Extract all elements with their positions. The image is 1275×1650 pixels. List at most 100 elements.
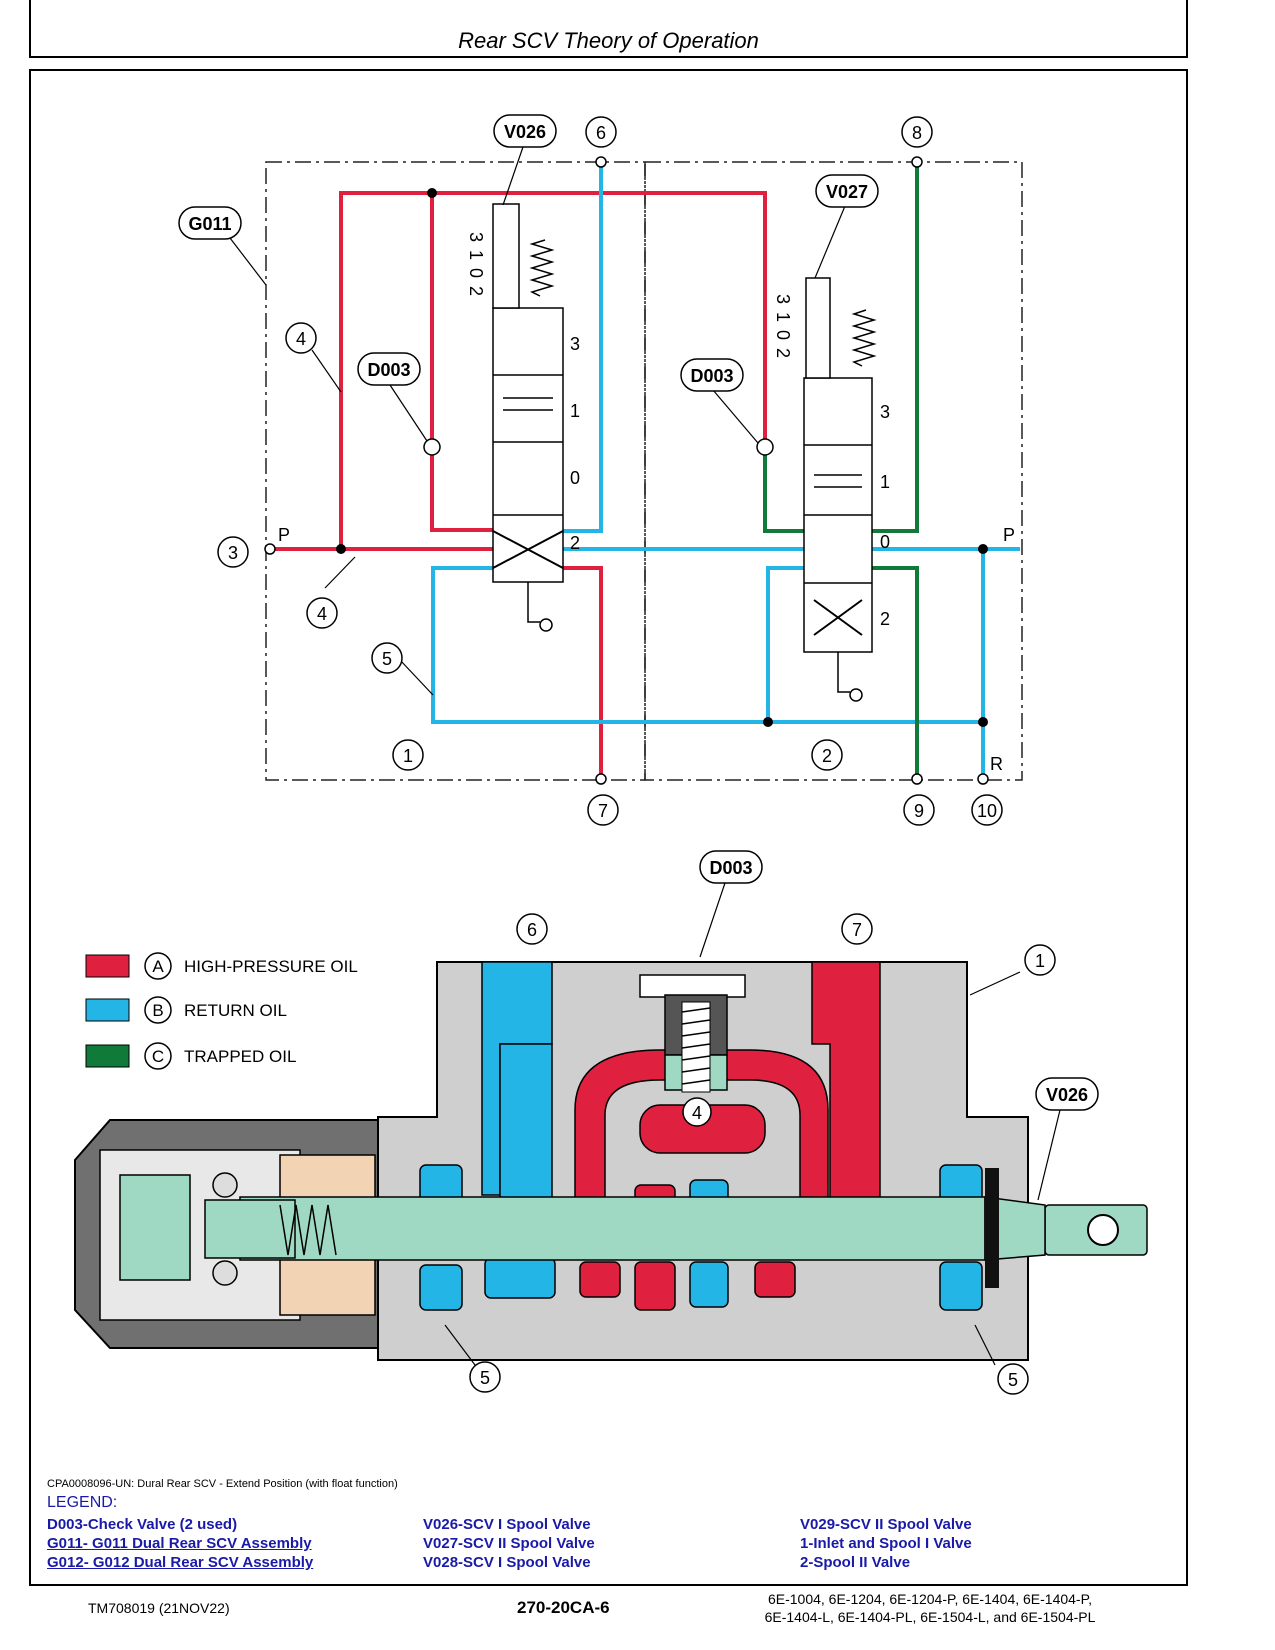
svg-text:4: 4 [296,329,306,349]
legend-swatch-return [85,998,130,1022]
legend-item: V027-SCV II Spool Valve [423,1535,595,1552]
clevis-hole [1087,1214,1119,1246]
trapped-lines [763,162,919,780]
svg-text:1: 1 [570,401,580,421]
svg-text:G011: G011 [188,214,231,234]
footer-models: 6E-1004, 6E-1204, 6E-1204-P, 6E-1404, 6E… [740,1590,1120,1626]
svg-text:2: 2 [773,348,793,358]
legend-item: 2-Spool II Valve [800,1554,911,1571]
detent-labels: 3 1 0 2 3 1 0 2 [466,232,793,358]
svg-text:5: 5 [1008,1370,1018,1390]
schematic-diagram: 3 1 0 2 3 1 0 2 3 1 0 2 3 1 0 2 P P R [178,114,1023,826]
legend-swatch-high-pressure [85,954,130,978]
svg-text:A: A [152,957,164,976]
svg-text:RETURN OIL: RETURN OIL [184,1001,287,1020]
svg-text:V027: V027 [826,182,868,202]
section-1-boundary [265,161,646,781]
figure-frame [29,69,1188,1586]
svg-text:P: P [1003,525,1015,545]
svg-text:10: 10 [977,801,997,821]
legend-column-2: V026-SCV I Spool Valve V027-SCV II Spool… [423,1515,595,1572]
svg-text:TRAPPED OIL: TRAPPED OIL [184,1047,296,1066]
svg-text:P: P [278,525,290,545]
return-chambers [419,1164,983,1311]
spool [239,1196,986,1261]
legend-swatch-trapped [85,1044,130,1068]
callout-d003-left: D003 [357,352,421,386]
legend-item: V029-SCV II Spool Valve [800,1516,972,1533]
schematic-callouts: V026 V027 G011 D003 D003 6 8 [178,114,1003,826]
title-frame: Rear SCV Theory of Operation [29,0,1188,58]
svg-text:6: 6 [527,920,537,940]
svg-text:3: 3 [570,334,580,354]
svg-text:0: 0 [570,468,580,488]
cutaway-leader-lines [444,882,1061,1366]
legend-item: 1-Inlet and Spool I Valve [800,1535,972,1552]
section-2-boundary [644,161,1023,781]
callout-v027: V027 [815,174,879,208]
legend-title: LEGEND: [47,1494,118,1511]
cutaway-illustration: D003 V026 6 7 1 4 5 5 [74,850,1148,1395]
svg-text:1: 1 [880,472,890,492]
page-title: Rear SCV Theory of Operation [458,28,759,53]
svg-text:D003: D003 [690,366,733,386]
footer-doc-id: TM708019 (21NOV22) [88,1600,230,1616]
callout-d003-right: D003 [680,358,744,392]
footer-models-line-1: 6E-1004, 6E-1204, 6E-1204-P, 6E-1404, 6E… [767,1591,1093,1607]
svg-text:0: 0 [466,268,486,278]
svg-text:3: 3 [773,294,793,304]
legend-column-1: D003-Check Valve (2 used) G011- G011 Dua… [47,1515,313,1572]
svg-text:0: 0 [880,532,890,552]
legend-item: V026-SCV I Spool Valve [423,1516,591,1533]
svg-text:2: 2 [466,286,486,296]
svg-text:D003: D003 [367,360,410,380]
legend-column-3: V029-SCV II Spool Valve 1-Inlet and Spoo… [800,1515,972,1572]
svg-text:V026: V026 [504,122,546,142]
svg-text:D003: D003 [709,858,752,878]
footer-page-number: 270-20CA-6 [517,1598,610,1617]
oil-legend: A HIGH-PRESSURE OIL B RETURN OIL C TRAPP… [85,952,358,1070]
centering-spring [279,1204,337,1256]
figure-caption: CPA0008096-UN: Dural Rear SCV - Extend P… [47,1478,398,1490]
legend-item: V028-SCV I Spool Valve [423,1554,591,1571]
svg-text:R: R [990,754,1003,774]
svg-text:6: 6 [596,123,606,143]
callout-v026 [1035,1077,1099,1111]
callout-v026: V026 [493,114,557,148]
svg-text:7: 7 [598,801,608,821]
svg-text:3: 3 [228,543,238,563]
svg-text:5: 5 [382,649,392,669]
return-lines [431,162,1020,780]
pressure-lines [270,191,767,780]
svg-text:4: 4 [317,604,327,624]
svg-text:2: 2 [822,746,832,766]
svg-text:9: 9 [914,801,924,821]
svg-text:1: 1 [403,746,413,766]
port-markers [264,156,989,785]
svg-text:2: 2 [880,609,890,629]
position-labels: 3 1 0 2 3 1 0 2 [570,334,890,629]
svg-text:1: 1 [1035,951,1045,971]
svg-text:B: B [152,1001,163,1020]
svg-text:1: 1 [466,250,486,260]
spool-valve-1 [492,203,564,632]
svg-text:8: 8 [912,123,922,143]
legend-link-g011[interactable]: G011- G011 Dual Rear SCV Assembly [47,1535,312,1552]
svg-text:3: 3 [880,402,890,422]
callout-d003 [699,850,763,884]
svg-text:0: 0 [773,330,793,340]
footer-models-line-2: 6E-1404-L, 6E-1404-PL, 6E-1504-L, and 6E… [764,1609,1096,1625]
port-letters: P P R [278,525,1015,774]
svg-text:5: 5 [480,1368,490,1388]
svg-text:1: 1 [773,312,793,322]
spool-wiper [985,1168,999,1288]
junction-dots [336,188,988,727]
svg-text:C: C [152,1047,164,1066]
svg-text:7: 7 [852,920,862,940]
cutaway-callouts: D003 V026 6 7 1 4 5 5 [469,850,1099,1395]
svg-text:3: 3 [466,232,486,242]
check-valve-spring [681,1007,711,1085]
svg-text:HIGH-PRESSURE OIL: HIGH-PRESSURE OIL [184,957,358,976]
svg-text:2: 2 [570,533,580,553]
legend-link-g012[interactable]: G012- G012 Dual Rear SCV Assembly [47,1554,314,1571]
